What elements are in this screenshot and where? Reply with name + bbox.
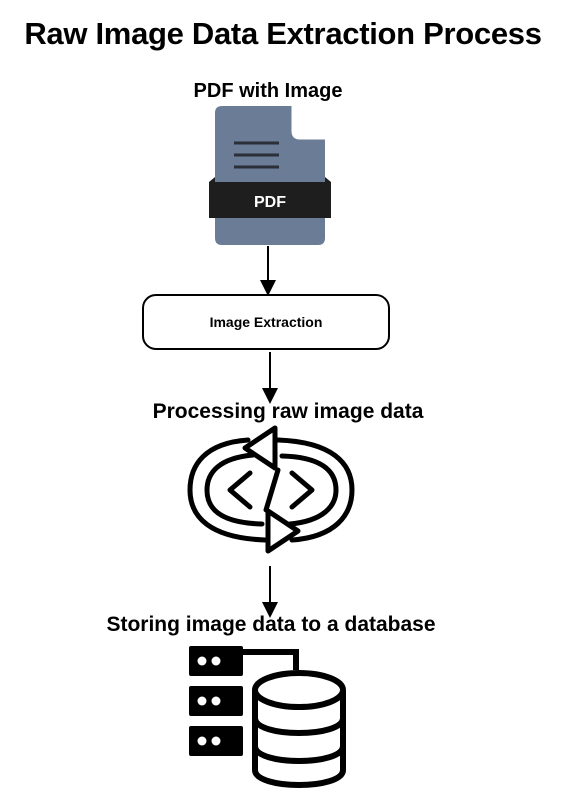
pdf-badge-text: PDF bbox=[254, 194, 286, 211]
database-server-icon bbox=[189, 646, 346, 788]
pdf-file-icon: PDF bbox=[209, 104, 331, 245]
image-extraction-box: Image Extraction bbox=[142, 294, 390, 350]
pdf-step-label: PDF with Image bbox=[193, 80, 343, 102]
pdf-badge-band bbox=[209, 182, 331, 218]
image-extraction-label: Image Extraction bbox=[209, 314, 323, 330]
code-cycle-icon bbox=[187, 425, 355, 554]
processing-step-label: Processing raw image data bbox=[152, 400, 424, 423]
storing-step-label: Storing image data to a database bbox=[106, 613, 436, 636]
page-title: Raw Image Data Extraction Process bbox=[24, 16, 542, 51]
